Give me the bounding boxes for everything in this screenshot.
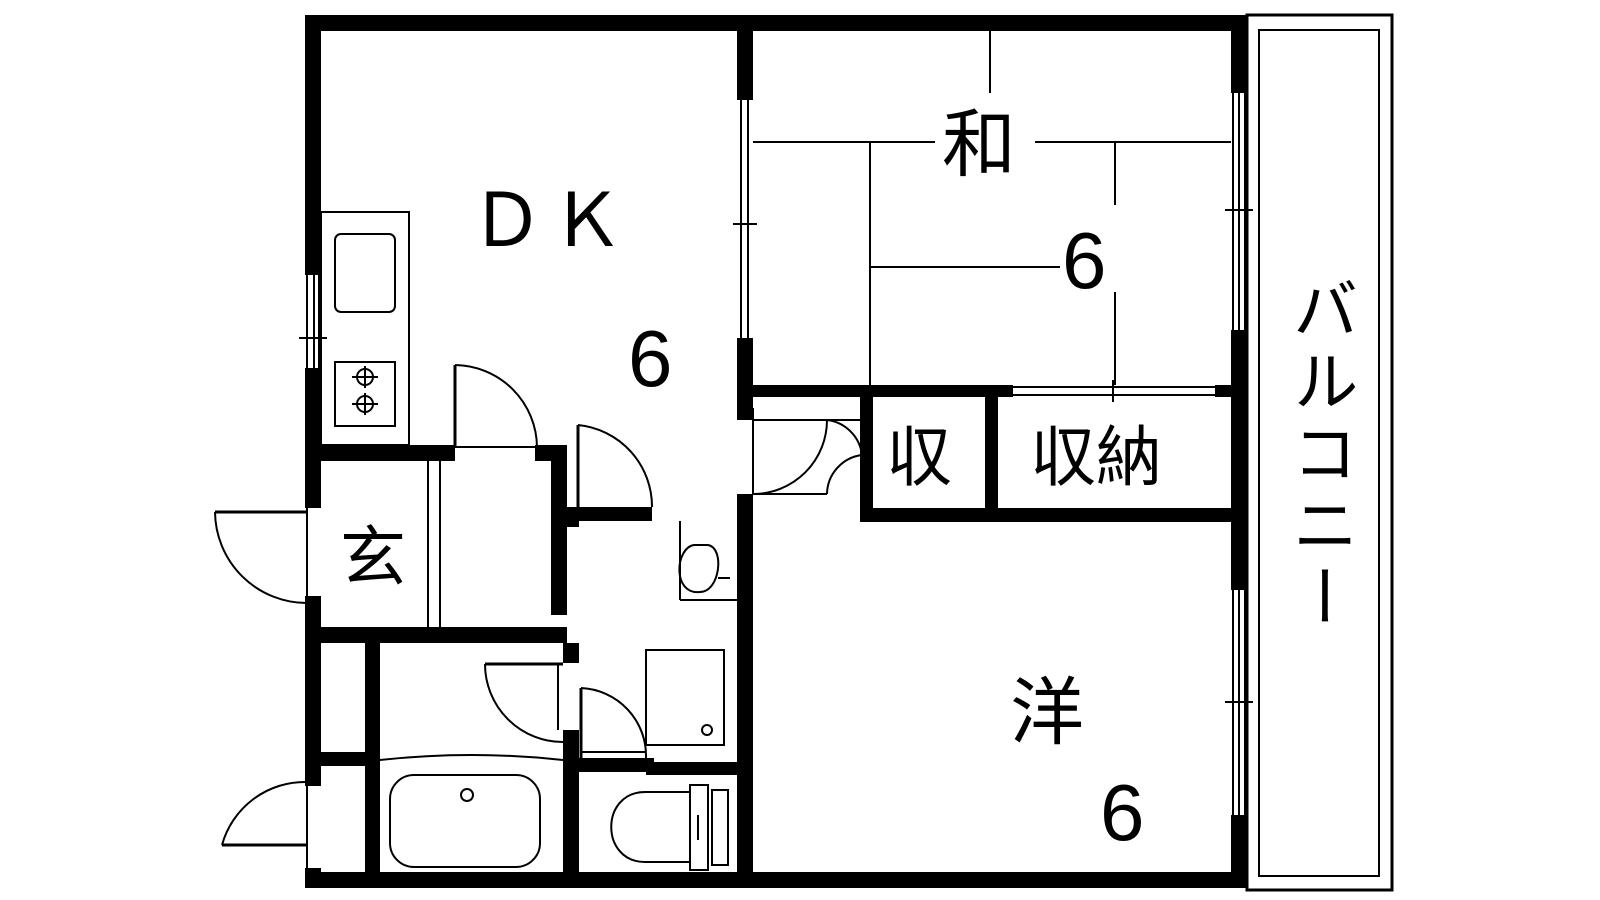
dk-label: ＤＫ: [470, 178, 630, 264]
closet-label: 収納: [1030, 419, 1162, 496]
youshitsu-label: 洋: [1010, 670, 1084, 756]
door-front: [214, 508, 308, 604]
labels: ＤＫ 6 和 6 洋 6 玄 収 収納 バルコニー: [340, 102, 1359, 857]
door-bath: [484, 662, 564, 743]
bathtub: [379, 754, 564, 868]
door-corridor: [752, 408, 863, 495]
entrance-label: 玄: [340, 519, 406, 596]
tatami-lines: [753, 31, 1231, 385]
closet-small-label: 収: [886, 419, 952, 496]
windows: [299, 93, 1253, 815]
window-kitchen: [299, 275, 327, 368]
door-washroom: [576, 424, 654, 514]
door-dk-entrance: [453, 364, 538, 448]
washitsu-size: 6: [1062, 216, 1107, 305]
door-service: [221, 780, 308, 870]
washitsu-label: 和: [942, 102, 1016, 188]
door-toilet: [579, 687, 648, 759]
window-washitsu: [1225, 93, 1253, 330]
youshitsu-size: 6: [1100, 768, 1145, 857]
entrance-step: [427, 461, 441, 627]
interior-walls: [305, 15, 1231, 888]
doors: [214, 364, 863, 870]
window-youshitsu: [1225, 590, 1253, 815]
fixtures: [320, 31, 1231, 871]
toilet: [610, 784, 729, 871]
wash-basin: [678, 521, 737, 601]
exterior-walls: [305, 15, 1247, 888]
washing-machine: [645, 649, 725, 746]
kitchen-counter: [320, 211, 410, 446]
balcony-label: バルコニー: [1282, 275, 1359, 635]
dk-size: 6: [628, 314, 673, 403]
